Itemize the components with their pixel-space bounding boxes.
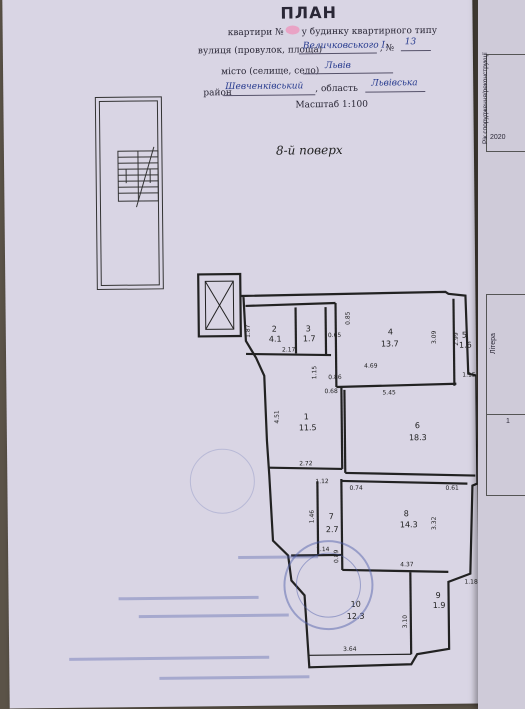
room-num: 7 <box>329 512 334 521</box>
svg-text:4.69: 4.69 <box>364 363 378 370</box>
svg-text:5.45: 5.45 <box>382 389 396 396</box>
svg-text:0.85: 0.85 <box>345 311 352 325</box>
svg-text:1.12: 1.12 <box>315 478 329 485</box>
svg-text:2.99: 2.99 <box>453 332 460 346</box>
svg-text:4.37: 4.37 <box>400 561 414 568</box>
svg-text:0.86: 0.86 <box>328 374 342 381</box>
room-num: 5 <box>462 331 467 340</box>
svg-text:1.15: 1.15 <box>462 372 476 379</box>
svg-text:1.14: 1.14 <box>316 546 330 553</box>
room-num: 9 <box>436 591 441 600</box>
floor-plan-drawing: 2 4.1 3 1.7 4 13.7 5 1.6 1 11.5 6 18.3 7… <box>2 0 479 708</box>
room-area: 13.7 <box>381 339 399 348</box>
svg-text:1.46: 1.46 <box>309 510 316 524</box>
svg-text:1.15: 1.15 <box>311 366 318 380</box>
room-area: 18.3 <box>409 433 427 442</box>
room-num: 8 <box>404 509 409 518</box>
svg-text:1.18: 1.18 <box>464 579 478 586</box>
svg-text:0.61: 0.61 <box>445 485 459 492</box>
svg-text:0.74: 0.74 <box>349 485 363 492</box>
room-num: 6 <box>415 421 420 430</box>
svg-text:3.32: 3.32 <box>431 516 438 530</box>
room-area: 1.9 <box>433 601 446 610</box>
svg-text:2.17: 2.17 <box>282 346 296 353</box>
svg-text:3.64: 3.64 <box>343 646 357 653</box>
room-num: 3 <box>306 324 311 333</box>
side-row-num: 1 <box>506 418 510 425</box>
room-area: 2.7 <box>326 525 339 534</box>
room-area: 4.1 <box>269 335 282 344</box>
svg-text:1.87: 1.87 <box>245 324 252 338</box>
stairwell-plan <box>95 97 163 290</box>
svg-text:0.65: 0.65 <box>328 332 342 339</box>
side-col-label: Рік спорудження/реконструкції <box>482 54 489 144</box>
svg-text:4.51: 4.51 <box>274 410 281 424</box>
svg-text:2.72: 2.72 <box>299 460 313 467</box>
svg-text:3.10: 3.10 <box>402 615 409 629</box>
faint-stamp-text <box>68 555 319 681</box>
side-table-header: Літера <box>490 333 497 354</box>
adjacent-sheet: Рік спорудження/реконструкції 2020 Літер… <box>478 0 525 709</box>
svg-text:0.68: 0.68 <box>324 388 338 395</box>
room-area: 1.7 <box>303 334 316 343</box>
room-num: 4 <box>388 327 393 336</box>
room-area: 14.3 <box>400 520 418 529</box>
official-stamp-seal <box>190 448 373 631</box>
room-area: 1.6 <box>459 341 472 350</box>
room-area: 11.5 <box>299 423 317 432</box>
room-num: 1 <box>304 412 309 421</box>
svg-text:3.09: 3.09 <box>431 330 438 344</box>
svg-text:0.89: 0.89 <box>333 549 340 563</box>
room-num: 2 <box>272 325 277 334</box>
side-year: 2020 <box>490 134 506 141</box>
